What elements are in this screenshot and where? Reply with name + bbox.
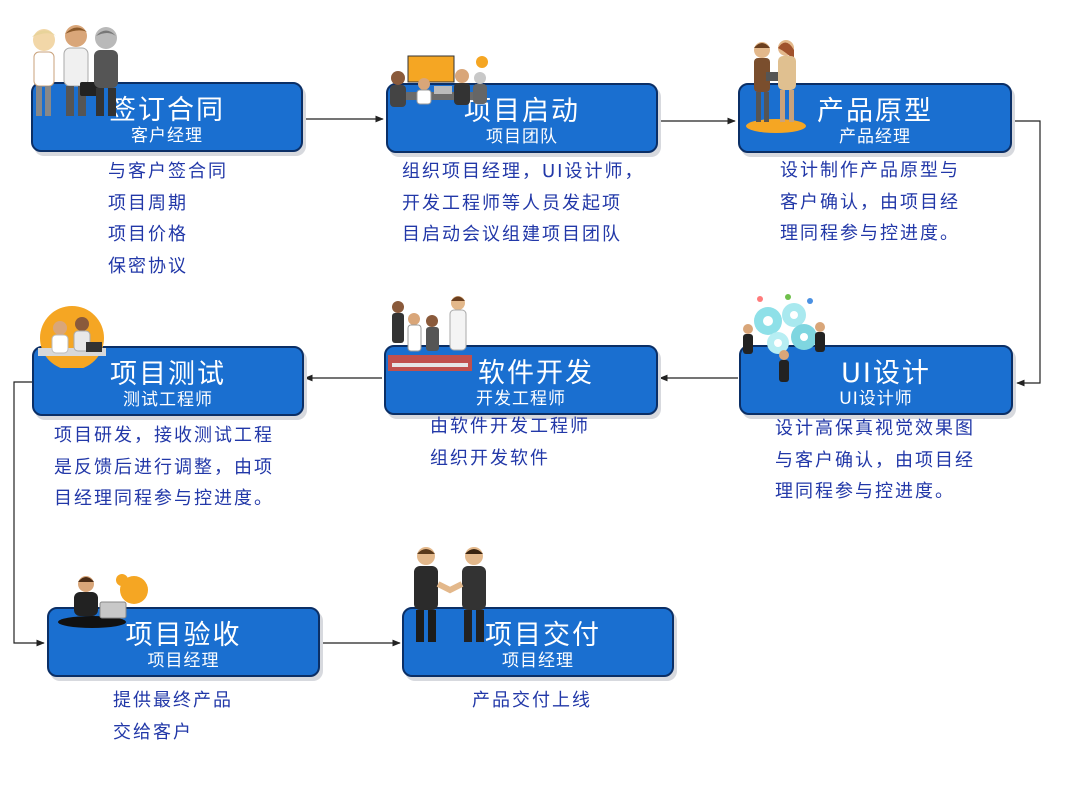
step-role: 客户经理: [131, 126, 203, 146]
step-role: 开发工程师: [476, 389, 566, 409]
step-description: 产品交付上线: [472, 685, 592, 717]
step-role: 测试工程师: [123, 390, 213, 410]
description-line: 项目价格: [108, 224, 188, 245]
step-description: 设计高保真视觉效果图 与客户确认，由项目经 理同程参与控进度。: [775, 413, 975, 508]
description-line: 交给客户: [113, 721, 193, 743]
step-title: 项目验收: [125, 620, 242, 651]
step-description: 与客户签合同 项目周期 项目价格 保密协议: [108, 156, 228, 282]
step-role: 产品经理: [839, 127, 911, 147]
step-title: 项目交付: [485, 620, 601, 651]
description-line: 目启动会议组建项目团队: [402, 224, 622, 245]
description-line: 理同程参与控进度。: [775, 481, 955, 502]
description-line: 理同程参与控进度。: [780, 223, 960, 244]
description-line: 由软件开发工程师: [430, 416, 590, 437]
step-title: 产品原型: [817, 96, 933, 127]
description-line: 组织项目经理，UI设计师，: [402, 161, 645, 182]
description-line: 与客户签合同: [108, 161, 228, 182]
description-line: 开发工程师等人员发起项: [402, 192, 622, 214]
step-description: 设计制作产品原型与 客户确认，由项目经 理同程参与控进度。: [780, 155, 960, 250]
description-line: 项目周期: [108, 192, 188, 214]
manager-phone-icon: [58, 574, 148, 628]
couple-presenting-icon: [746, 40, 806, 133]
description-line: 组织开发软件: [430, 447, 550, 469]
step-role: 项目经理: [147, 651, 220, 671]
step-description: 提供最终产品 交给客户: [113, 685, 233, 748]
step-role: 项目经理: [502, 651, 574, 671]
description-line: 项目研发，接收测试工程: [54, 425, 274, 446]
developers-meeting-icon: [388, 296, 472, 371]
description-line: 设计制作产品原型与: [780, 160, 960, 181]
business-people-icon: [32, 25, 118, 116]
handshake-icon: [414, 547, 486, 642]
arrow-test-to-acceptance: [13, 381, 45, 647]
description-line: 与客户确认，由项目经: [775, 449, 975, 471]
gears-team-icon: [743, 294, 825, 382]
step-sign-contract: 签订合同 客户经理: [31, 82, 303, 152]
description-line: 保密协议: [108, 255, 188, 277]
step-description: 组织项目经理，UI设计师， 开发工程师等人员发起项 目启动会议组建项目团队: [402, 156, 644, 251]
step-description: 由软件开发工程师 组织开发软件: [430, 411, 590, 474]
description-line: 提供最终产品: [113, 690, 233, 711]
description-line: 是反馈后进行调整，由项: [54, 456, 274, 478]
arrow-prototype-to-ui: [1014, 120, 1041, 387]
description-line: 设计高保真视觉效果图: [775, 418, 975, 439]
testing-office-icon: [38, 306, 106, 368]
step-title: 项目测试: [110, 359, 226, 390]
description-line: 目经理同程参与控进度。: [54, 488, 274, 509]
step-title: 签订合同: [109, 95, 225, 126]
step-project-delivery: 项目交付 项目经理: [402, 607, 674, 677]
description-line: 产品交付上线: [472, 690, 592, 711]
step-title: UI设计: [841, 358, 931, 389]
step-description: 项目研发，接收测试工程 是反馈后进行调整，由项 目经理同程参与控进度。: [54, 420, 274, 515]
step-title: 软件开发: [478, 358, 594, 389]
step-role: 项目团队: [486, 127, 558, 147]
team-meeting-icon: [390, 55, 488, 107]
step-role: UI设计师: [839, 389, 913, 409]
description-line: 客户确认，由项目经: [780, 191, 960, 213]
